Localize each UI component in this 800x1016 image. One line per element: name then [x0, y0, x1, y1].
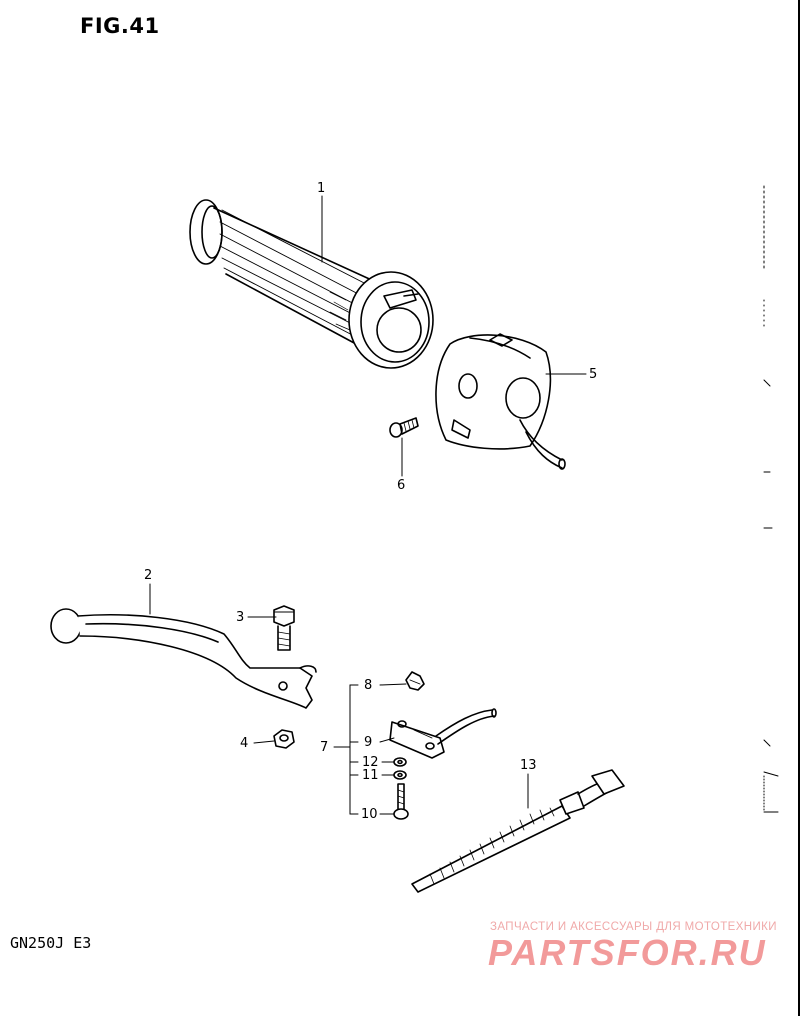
washer-12: [393, 757, 407, 767]
figure-title: FIG.41: [80, 14, 160, 38]
small-screw: [405, 671, 425, 691]
callout-6: 6: [397, 478, 406, 493]
switch-housing: [435, 333, 566, 470]
callout-8: 8: [364, 678, 373, 693]
grip: [189, 199, 434, 369]
callout-9: 9: [364, 735, 373, 750]
callout-12: 12: [362, 755, 379, 770]
model-code: GN250J E3: [10, 934, 92, 952]
callout-4: 4: [240, 736, 249, 751]
lever: [50, 608, 317, 709]
callout-7: 7: [320, 740, 329, 755]
page-edge: [798, 0, 800, 1016]
callout-11: 11: [362, 768, 379, 783]
cable-tie: [411, 769, 625, 893]
callout-13: 13: [520, 758, 537, 773]
nut: [273, 729, 295, 749]
scan-artifacts: [763, 185, 779, 813]
washer-11: [393, 770, 407, 780]
bolt: [273, 605, 295, 651]
watermark-brand: PARTSFOR.RU: [488, 932, 767, 973]
watermark-tagline: ЗАПЧАСТИ И АКСЕССУАРЫ ДЛЯ МОТОТЕХНИКИ: [490, 921, 777, 933]
callout-10: 10: [361, 807, 378, 822]
leader-lines: [149, 195, 587, 815]
long-screw: [393, 783, 409, 820]
callout-2: 2: [144, 568, 153, 583]
screw: [389, 417, 419, 438]
callout-1: 1: [317, 181, 326, 196]
callout-5: 5: [589, 367, 598, 382]
callout-3: 3: [236, 610, 245, 625]
switch-plate: [389, 708, 497, 759]
